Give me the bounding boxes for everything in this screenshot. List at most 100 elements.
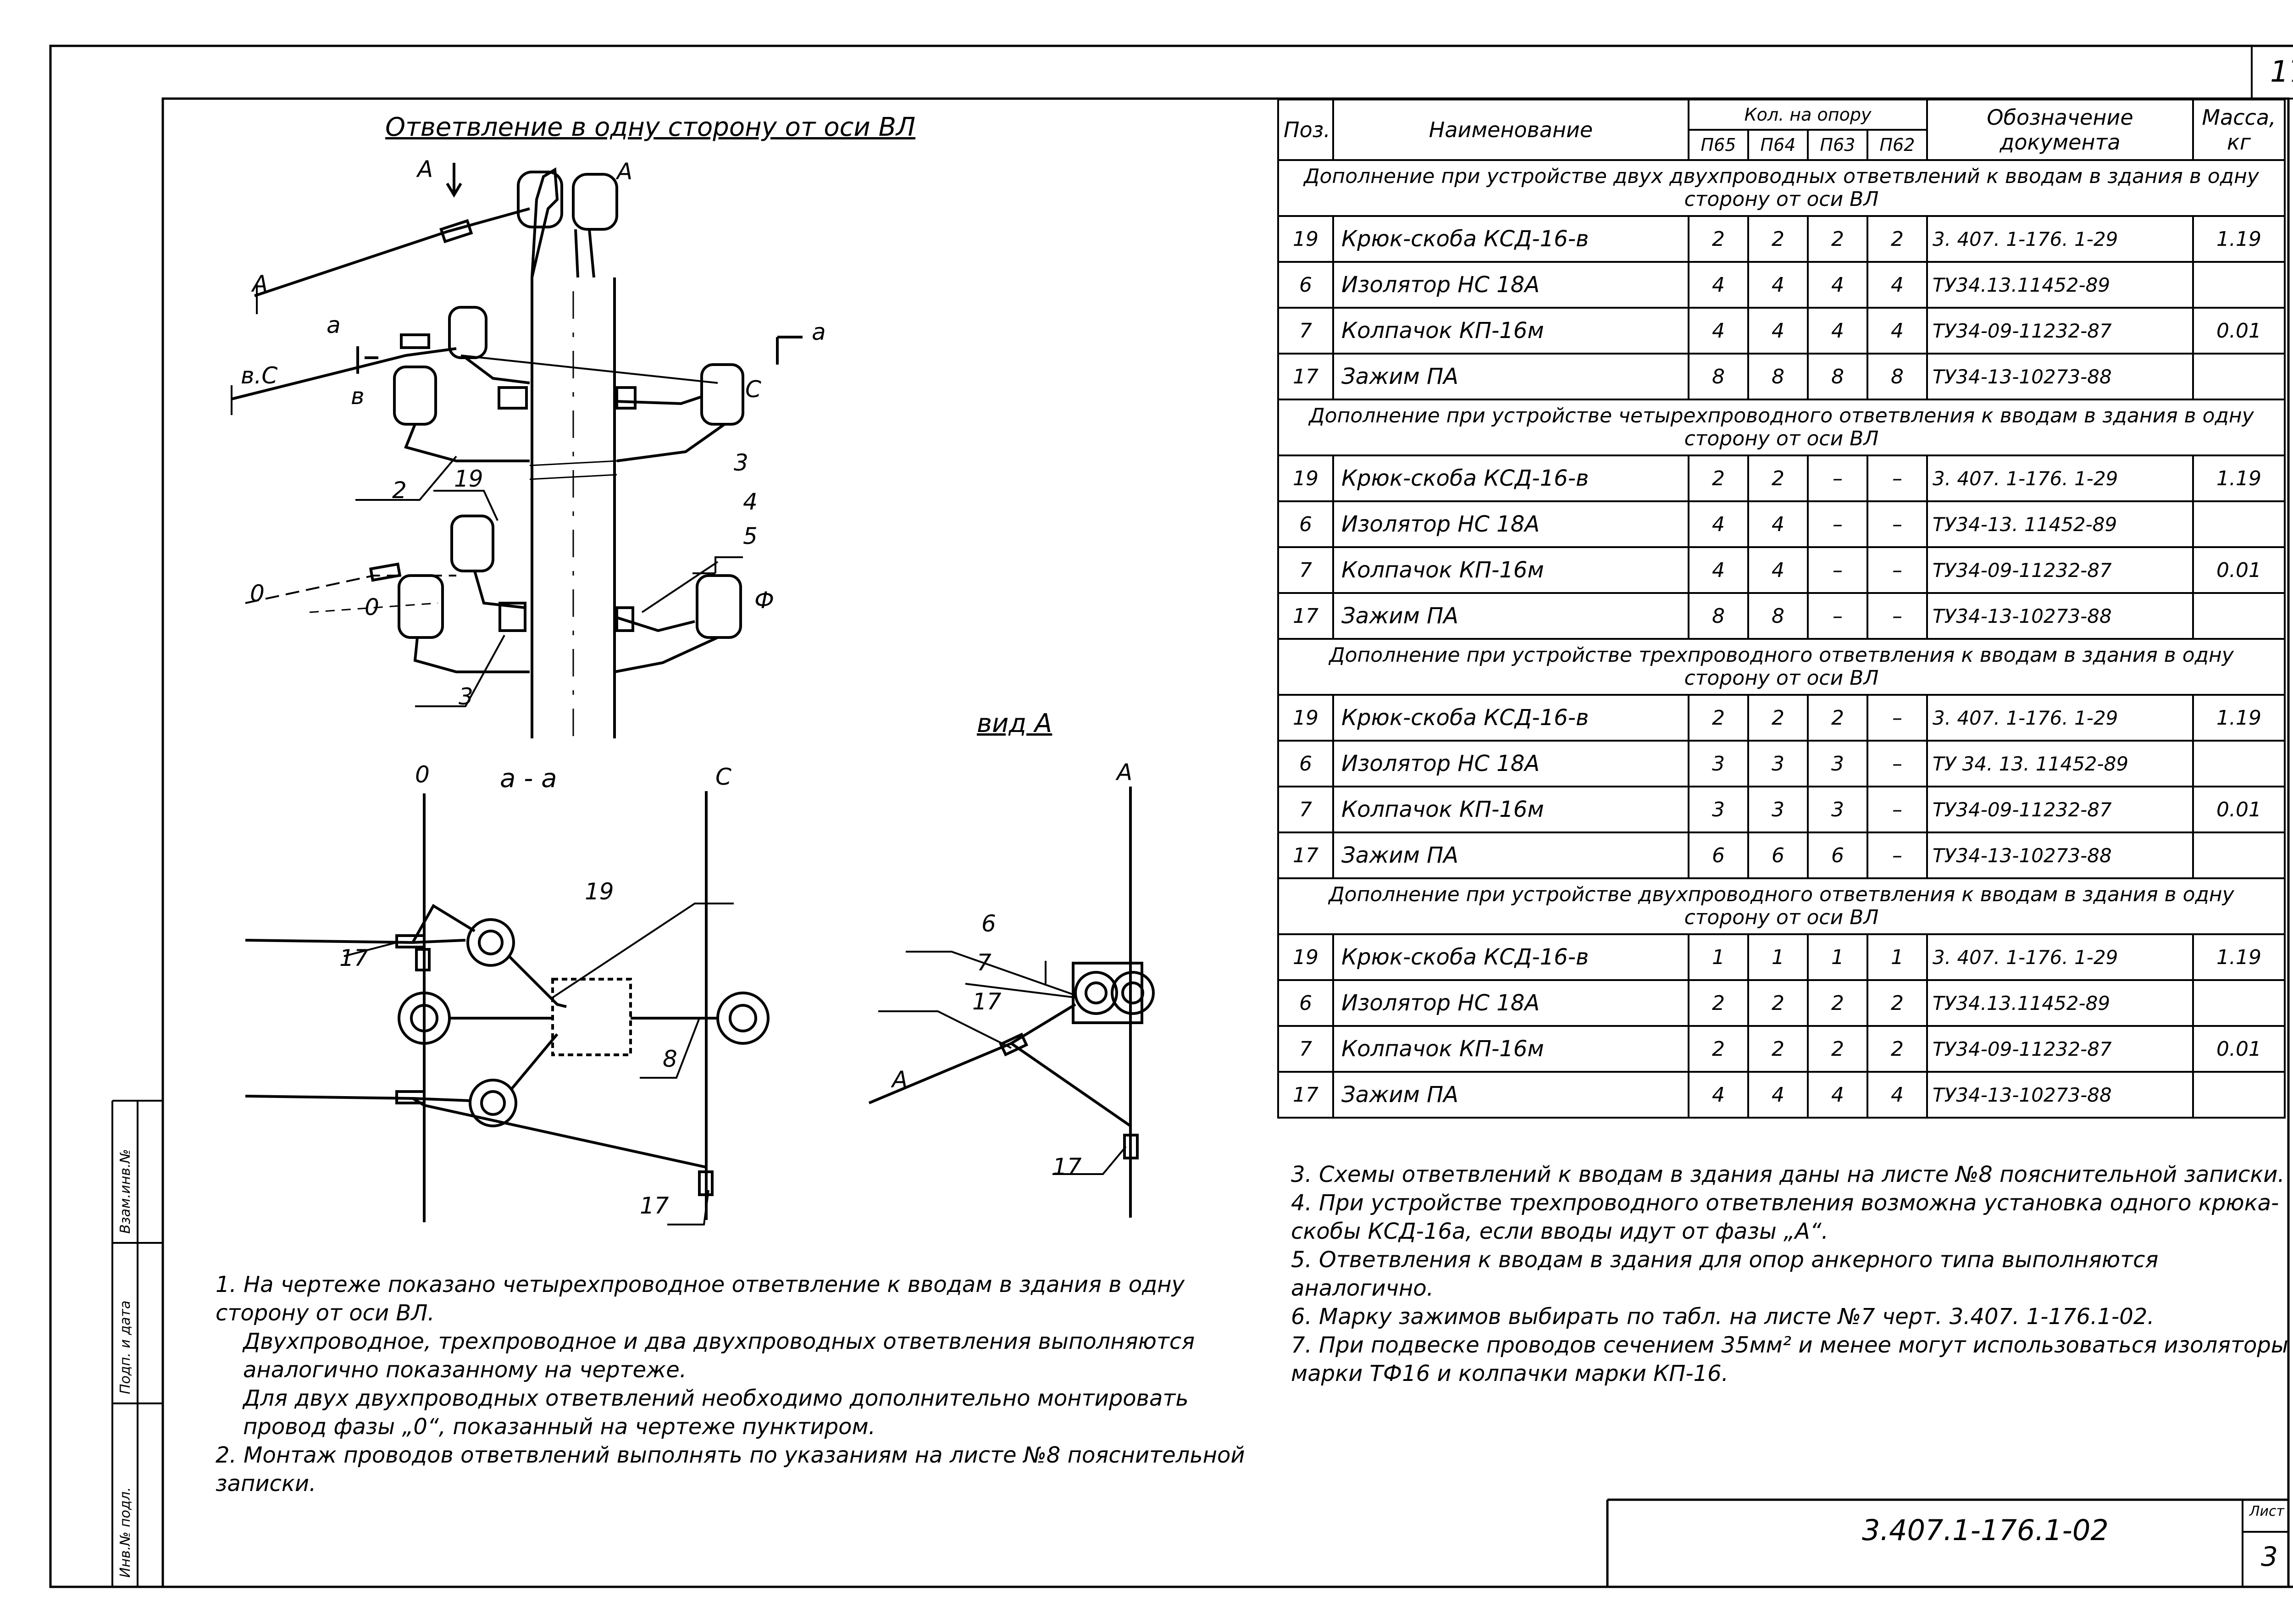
cell-qty-p65: 1 [1688, 933, 1749, 981]
header-pos: Поз. [1277, 99, 1334, 161]
section-arrow-a-top [446, 163, 462, 198]
cell-qty-p65: 4 [1688, 500, 1749, 548]
label-A-right: А [617, 158, 633, 185]
cell-qty-p65: 2 [1688, 1025, 1749, 1073]
cell-qty-p63: 2 [1807, 1025, 1868, 1073]
cell-qty-p64: 2 [1747, 454, 1809, 502]
cell-qty-p63: 2 [1807, 215, 1868, 263]
cell-qty-p62: – [1866, 500, 1928, 548]
section-title: Дополнение при устройстве двух двухпрово… [1277, 159, 2286, 217]
cell-doc: ТУ34-13. 11452-89 [1926, 500, 2194, 548]
cell-doc: ТУ 34. 13. 11452-89 [1926, 740, 2194, 787]
cell-qty-p62: 4 [1866, 307, 1928, 355]
cell-qty-p64: 2 [1747, 1025, 1809, 1073]
label-2: 2 [392, 477, 407, 504]
notes-right: 3. Схемы ответвлений к вводам в здания д… [1291, 1160, 2291, 1388]
cell-pos: 6 [1277, 261, 1334, 309]
label-3: 3 [734, 449, 748, 476]
label-view-7: 7 [977, 949, 991, 976]
cell-doc: 3. 407. 1-176. 1-29 [1926, 694, 2194, 742]
cell-qty-p65: 3 [1688, 740, 1749, 787]
cell-doc: ТУ34-13-10273-88 [1926, 831, 2194, 879]
header-p65: П65 [1688, 129, 1749, 161]
cell-doc: ТУ34-13-10273-88 [1926, 592, 2194, 640]
drawing-title: Ответвление в одну сторону от оси ВЛ [385, 112, 916, 142]
cell-qty-p63: 1 [1807, 933, 1868, 981]
cell-name: Колпачок КП-16м [1332, 786, 1689, 833]
cell-name: Изолятор НС 18А [1332, 261, 1689, 309]
cell-qty-p65: 2 [1688, 215, 1749, 263]
section-title: а - а [500, 764, 557, 793]
cell-pos: 19 [1277, 694, 1334, 742]
note-3: 3. Схемы ответвлений к вводам в здания д… [1291, 1162, 2285, 1187]
cell-qty-p63: 6 [1807, 831, 1868, 879]
cell-pos: 7 [1277, 546, 1334, 594]
section-title: Дополнение при устройстве двухпроводного… [1277, 877, 2286, 935]
specification-table: Поз. Наименование Кол. на опору Обозначе… [1277, 99, 2286, 1119]
leader-2 [355, 455, 457, 501]
side-stamp-sign: Подп. и дата [117, 1300, 133, 1394]
label-A-left: А [417, 156, 433, 183]
cell-mass [2192, 500, 2286, 548]
header-qty: Кол. на опору [1687, 99, 1928, 131]
header-p62: П62 [1866, 129, 1928, 161]
cell-pos: 6 [1277, 500, 1334, 548]
label-3b: 3 [459, 683, 473, 710]
cell-qty-p64: 2 [1747, 694, 1809, 742]
cell-mass: 1.19 [2192, 454, 2286, 502]
cell-mass: 0.01 [2192, 786, 2286, 833]
section-title: Дополнение при устройстве трехпроводного… [1277, 638, 2286, 696]
cell-qty-p65: 2 [1688, 694, 1749, 742]
cell-qty-p65: 4 [1688, 546, 1749, 594]
cell-doc: ТУ34.13.11452-89 [1926, 979, 2194, 1027]
label-o: 0 [250, 580, 265, 607]
cell-pos: 19 [1277, 933, 1334, 981]
cell-qty-p62: – [1866, 831, 1928, 879]
leader-3-bottom [415, 635, 505, 707]
notes-left: 1. На чертеже показано четырехпроводное … [216, 1270, 1261, 1498]
header-doc: Обозначение документа [1926, 99, 2194, 161]
crossarm-upper [460, 355, 718, 384]
cell-qty-p63: 2 [1807, 979, 1868, 1027]
cell-pos: 7 [1277, 786, 1334, 833]
label-view-17a: 17 [972, 988, 1002, 1015]
cell-qty-p64: 4 [1747, 261, 1809, 309]
section-arrow-left [356, 346, 378, 374]
cell-qty-p64: 2 [1747, 215, 1809, 263]
cell-mass: 1.19 [2192, 694, 2286, 742]
cell-doc: ТУ34-13-10273-88 [1926, 1071, 2194, 1119]
cell-doc: ТУ34-09-11232-87 [1926, 786, 2194, 833]
cell-pos: 7 [1277, 307, 1334, 355]
cell-name: Зажим ПА [1332, 592, 1689, 640]
cell-qty-p62: 2 [1866, 1025, 1928, 1073]
cell-pos: 6 [1277, 740, 1334, 787]
cell-qty-p62: 4 [1866, 1071, 1928, 1119]
cell-pos: 17 [1277, 592, 1334, 640]
cell-mass [2192, 979, 2286, 1027]
cell-doc: 3. 407. 1-176. 1-29 [1926, 454, 2194, 502]
cell-qty-p64: 4 [1747, 500, 1809, 548]
cell-name: Изолятор НС 18А [1332, 740, 1689, 787]
cell-pos: 19 [1277, 454, 1334, 502]
cell-pos: 7 [1277, 1025, 1334, 1073]
top-insulators [517, 167, 618, 278]
cell-qty-p65: 4 [1688, 1071, 1749, 1119]
cell-qty-p63: 3 [1807, 740, 1868, 787]
cell-name: Зажим ПА [1332, 1071, 1689, 1119]
cell-qty-p65: 3 [1688, 786, 1749, 833]
cell-name: Зажим ПА [1332, 353, 1689, 400]
cell-mass [2192, 353, 2286, 400]
cell-qty-p63: 4 [1807, 307, 1868, 355]
cell-name: Крюк-скоба КСД-16-в [1332, 694, 1689, 742]
cell-qty-p64: 3 [1747, 740, 1809, 787]
cell-qty-p62: – [1866, 546, 1928, 594]
cell-qty-p62: – [1866, 786, 1928, 833]
